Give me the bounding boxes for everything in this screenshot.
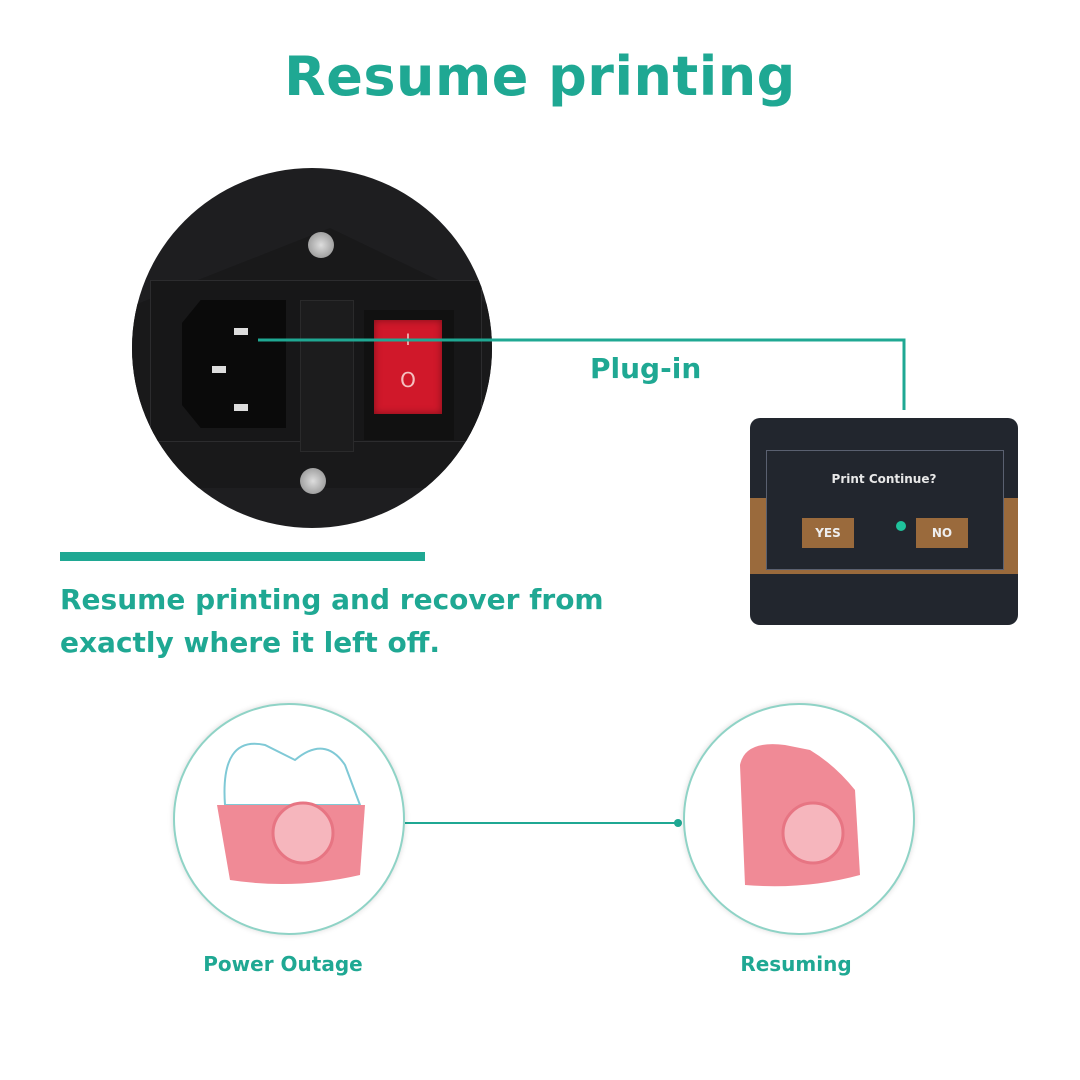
description-line: Resume printing and recover from — [60, 583, 604, 616]
resuming-image — [683, 703, 915, 935]
stage-label-power-outage: Power Outage — [203, 952, 363, 976]
printer-screen: Print Continue? YES NO — [750, 418, 1018, 625]
screw-icon — [300, 468, 326, 494]
yes-button[interactable]: YES — [802, 518, 854, 548]
stage-label-resuming: Resuming — [740, 952, 852, 976]
screen-prompt: Print Continue? — [831, 472, 937, 486]
plug-in-connector — [258, 338, 906, 410]
selection-indicator — [896, 521, 906, 531]
description-line: exactly where it left off. — [60, 626, 441, 659]
no-button[interactable]: NO — [916, 518, 968, 548]
screw-icon — [308, 232, 334, 258]
accent-bar — [60, 552, 425, 561]
power-socket-image: I O — [132, 168, 492, 528]
plug-in-label: Plug-in — [590, 352, 702, 385]
connector-dot — [674, 819, 682, 827]
iec-inlet — [182, 300, 286, 428]
description: Resume printing and recover from exactly… — [60, 578, 604, 664]
page-title: Resume printing — [284, 45, 796, 108]
power-switch: I O — [374, 320, 442, 414]
off-symbol: O — [400, 368, 416, 392]
power-outage-image — [173, 703, 405, 935]
